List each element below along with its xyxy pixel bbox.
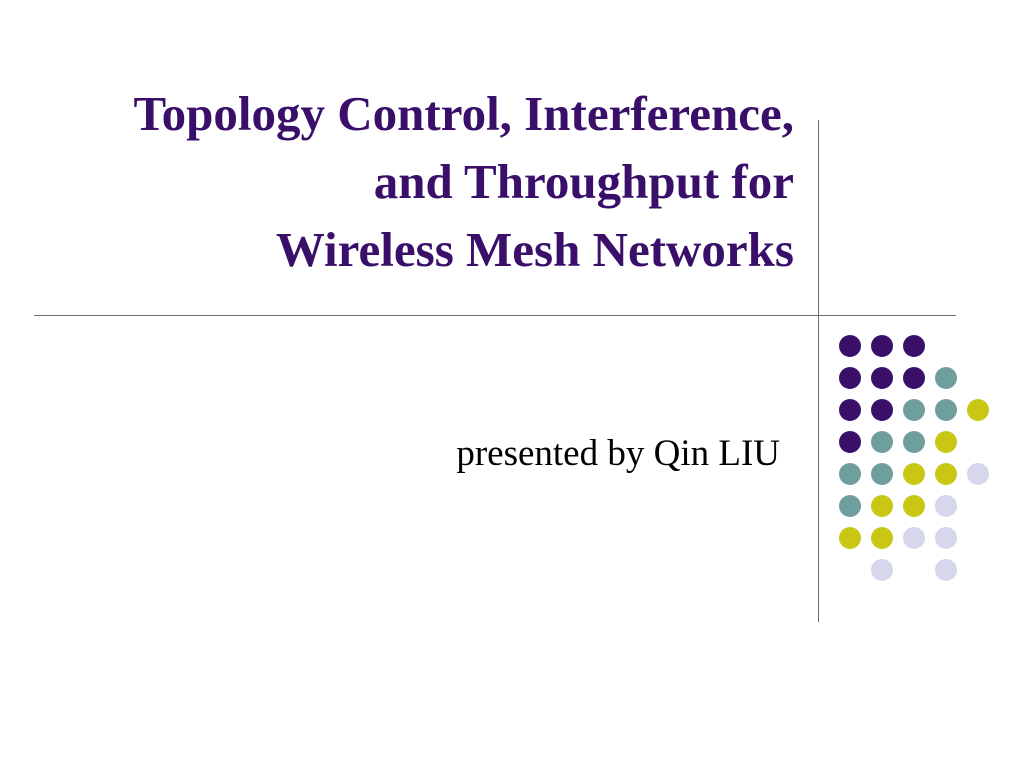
decor-dot-yellow (967, 399, 989, 421)
decor-dot-yellow (871, 527, 893, 549)
decor-dot-yellow (871, 495, 893, 517)
decor-dot-teal (935, 399, 957, 421)
decor-dot-yellow (839, 527, 861, 549)
decor-dot-teal (935, 367, 957, 389)
decor-dot-purple (871, 367, 893, 389)
slide-title: Topology Control, Interference, and Thro… (14, 80, 794, 284)
decor-dot-purple (871, 399, 893, 421)
decor-dot-teal (903, 431, 925, 453)
decor-dot-purple (903, 335, 925, 357)
decor-dot-teal (871, 431, 893, 453)
decor-dot-yellow (935, 431, 957, 453)
decor-dot-purple (839, 399, 861, 421)
decor-dot-yellow (935, 463, 957, 485)
slide-subtitle: presented by Qin LIU (456, 433, 780, 474)
decor-dot-teal (839, 463, 861, 485)
decor-dot-lavender (935, 495, 957, 517)
decor-dot-purple (871, 335, 893, 357)
decor-dot-purple (839, 431, 861, 453)
decor-dot-lavender (935, 527, 957, 549)
title-line-1: Topology Control, Interference, (133, 86, 794, 141)
decor-dot-purple (903, 367, 925, 389)
decor-dot-yellow (903, 495, 925, 517)
title-line-2: and Throughput for (373, 154, 794, 209)
horizontal-divider (34, 315, 956, 316)
decor-dot-purple (839, 367, 861, 389)
title-line-3: Wireless Mesh Networks (275, 222, 794, 277)
vertical-divider (818, 120, 819, 622)
decor-dot-yellow (903, 463, 925, 485)
decor-dot-purple (839, 335, 861, 357)
decor-dot-teal (871, 463, 893, 485)
decor-dot-teal (903, 399, 925, 421)
decor-dot-lavender (967, 463, 989, 485)
decor-dot-lavender (871, 559, 893, 581)
decor-dot-lavender (935, 559, 957, 581)
decor-dot-lavender (903, 527, 925, 549)
decor-dot-teal (839, 495, 861, 517)
